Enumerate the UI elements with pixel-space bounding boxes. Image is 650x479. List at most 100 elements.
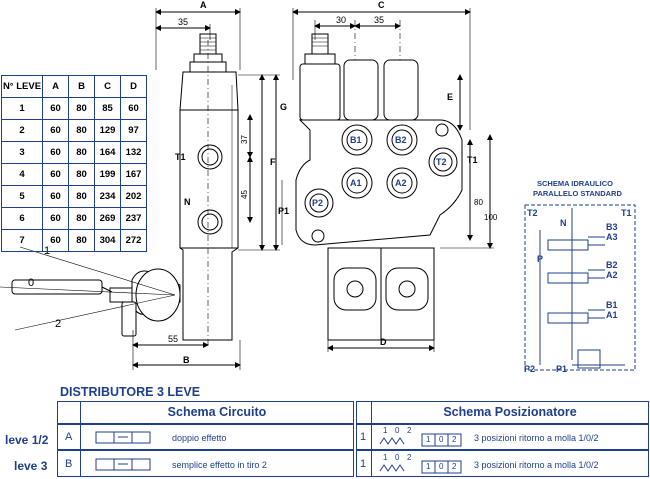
row-circuit-cell [80, 450, 354, 477]
positioner-box-2: 2 [452, 462, 457, 471]
schema-b3-label: B3 [606, 222, 618, 232]
port-a2-label: A2 [395, 178, 407, 188]
dim-c-label: C [378, 0, 385, 10]
dimension-cell: 80 [68, 119, 95, 142]
dim-80-label: 80 [474, 198, 483, 207]
lever-count-cell: 7 [1, 229, 43, 252]
lever-position-0-label: 0 [28, 277, 34, 289]
dimension-cell: 60 [42, 97, 69, 120]
hydraulic-schema [524, 204, 636, 371]
header-cell: D [120, 75, 147, 98]
row-positioner-cell [371, 424, 649, 450]
header-blank-cell [57, 401, 81, 424]
positioner-symbol-icon [379, 460, 462, 474]
dim-d-label: D [380, 337, 387, 347]
dimension-cell: 80 [68, 141, 95, 164]
dim-35-front-label: 35 [374, 15, 384, 25]
port-t2-label: T2 [436, 157, 447, 167]
dimension-cell: 202 [120, 185, 147, 208]
dimension-cell: 234 [94, 185, 121, 208]
row-circuit-text: doppio effetto [172, 433, 227, 443]
schema-p2-label: P2 [524, 364, 535, 374]
dim-g-label: G [280, 102, 287, 112]
dim-35-side-label: 35 [178, 17, 188, 27]
dim-55-label: 55 [168, 334, 178, 344]
row-letter: A [65, 431, 73, 443]
lever-count-cell: 3 [1, 141, 43, 164]
header-cell: A [42, 75, 69, 98]
front-view [281, 8, 494, 352]
dim-30-label: 30 [336, 15, 346, 25]
positioner-pos-0: 0 [395, 426, 400, 435]
circuit-symbol-single-icon [95, 458, 151, 471]
port-n-side-label: N [184, 197, 191, 207]
positioner-pos-2: 2 [407, 453, 412, 462]
positioner-box-0: 0 [439, 435, 444, 444]
dimension-cell: 60 [42, 229, 69, 252]
lever-count-cell: 2 [1, 119, 43, 142]
dimension-cell: 304 [94, 229, 121, 252]
positioner-box-0: 0 [439, 462, 444, 471]
row-positioner-cell [371, 450, 649, 477]
dim-100-label: 100 [484, 213, 498, 222]
row-positioner-text: 3 posizioni ritorno a molla 1/0/2 [474, 433, 599, 443]
row-levers-label: leve 1/2 [5, 433, 49, 447]
dimension-cell: 60 [42, 207, 69, 230]
port-p1-label: P1 [278, 206, 289, 216]
schema-b1-label: B1 [606, 300, 618, 310]
schema-b2-label: B2 [606, 260, 618, 270]
header-positioner: Schema Posizionatore [443, 405, 577, 419]
dimension-cell: 129 [94, 119, 121, 142]
port-a1-label: A1 [350, 178, 362, 188]
dimension-cell: 199 [94, 163, 121, 186]
lever-count-cell: 1 [1, 97, 43, 120]
port-b1-label: B1 [350, 135, 362, 145]
port-t1-side-label: T1 [175, 152, 186, 162]
lever-count-cell: 5 [1, 185, 43, 208]
row-circuit-cell [80, 424, 354, 450]
dimension-cell: 80 [68, 229, 95, 252]
dimension-cell: 237 [120, 207, 147, 230]
header-positioner-cell [371, 401, 649, 424]
schema-t2-label: T2 [527, 208, 538, 218]
positioner-box-1: 1 [426, 462, 431, 471]
row-num: 1 [360, 431, 367, 443]
port-p2-label: P2 [312, 198, 323, 208]
dimension-cell: 60 [42, 185, 69, 208]
positioner-pos-1: 1 [383, 453, 388, 462]
dimension-cell: 85 [94, 97, 121, 120]
dimension-cell: 60 [120, 97, 147, 120]
row-positioner-text: 3 posizioni ritorno a molla 1/0/2 [474, 460, 599, 470]
header-cell: N° LEVE [1, 75, 43, 98]
positioner-box-2: 2 [452, 435, 457, 444]
dimension-cell: 272 [120, 229, 147, 252]
schema-a2-label: A2 [606, 270, 618, 280]
dimension-cell: 132 [120, 141, 147, 164]
dim-f-label: F [270, 157, 276, 167]
row-letter: B [65, 458, 73, 470]
dimension-cell: 60 [42, 119, 69, 142]
schema-a3-label: A3 [606, 232, 618, 242]
schema-p1-label: P1 [556, 364, 567, 374]
dim-45-label: 45 [240, 190, 249, 199]
positioner-pos-2: 2 [407, 426, 412, 435]
dim-a-label: A [200, 0, 207, 10]
schema-title-line1: SCHEMA IDRAULICO [537, 179, 613, 188]
dimension-cell: 80 [68, 185, 95, 208]
positioner-box-1: 1 [426, 435, 431, 444]
lever-count-cell: 4 [1, 163, 43, 186]
schema-t1-label: T1 [621, 208, 632, 218]
positioner-pos-1: 1 [383, 426, 388, 435]
port-t1-front-label: T1 [467, 155, 478, 165]
header-cell: C [94, 75, 121, 98]
dimension-cell: 167 [120, 163, 147, 186]
port-b2-label: B2 [395, 135, 407, 145]
schema-n-label: N [560, 218, 567, 228]
header-circuit: Schema Circuito [167, 405, 267, 419]
